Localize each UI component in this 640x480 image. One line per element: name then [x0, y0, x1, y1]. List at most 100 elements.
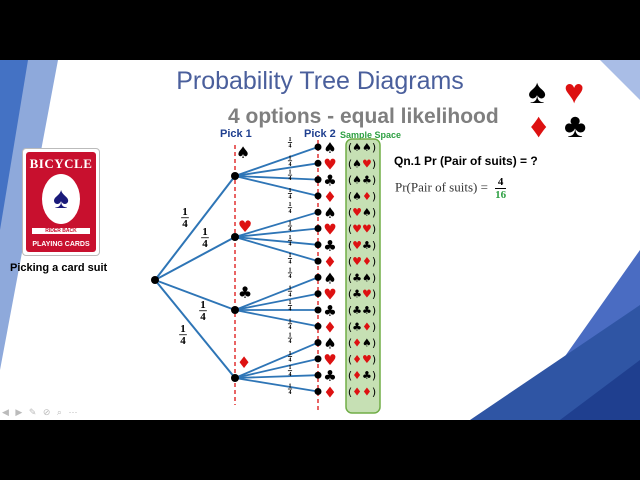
svg-text:4: 4 — [200, 311, 206, 323]
pick1-node — [231, 306, 239, 314]
svg-text:4: 4 — [289, 307, 292, 313]
svg-text:4: 4 — [289, 292, 292, 298]
pick1-node — [231, 233, 239, 241]
branch-level2 — [235, 163, 318, 176]
question-formula: Pr(Pair of suits) = 4 16 — [395, 176, 506, 201]
branch-level1 — [155, 237, 235, 280]
pick2-suit-label: ♠ — [323, 139, 336, 157]
pick2-suit-label: ♥ — [323, 221, 336, 239]
branch-level1 — [155, 176, 235, 280]
pick2-node — [315, 176, 322, 183]
sample-outcome: (♦♣) — [348, 369, 376, 382]
sample-outcome: (♣♣) — [348, 304, 376, 317]
first-probability-label: 14 — [179, 323, 187, 347]
svg-text:1: 1 — [180, 323, 186, 335]
second-probability-label: 14 — [288, 351, 292, 364]
second-probability-label: 14 — [288, 333, 292, 346]
second-probability-label: 14 — [288, 384, 292, 397]
pick2-node — [315, 209, 322, 216]
probability-tree: 14141414♠♥♣♦14♠(♠♠)14♥(♠♥)14♣(♠♣)14♦(♠♦)… — [0, 60, 640, 420]
second-probability-label: 14 — [288, 155, 292, 168]
svg-text:4: 4 — [289, 390, 292, 396]
second-probability-label: 14 — [288, 286, 292, 299]
pick2-node — [315, 160, 322, 167]
pick2-suit-label: ♦ — [323, 188, 336, 206]
root-node — [151, 276, 159, 284]
slide-toolbar[interactable]: ◀ ▶ ✎ ⊘ ⌕ ⋯ — [2, 407, 79, 418]
second-probability-label: 14 — [288, 188, 292, 201]
pick2-node — [315, 323, 322, 330]
sample-outcome: (♦♥) — [348, 353, 376, 366]
svg-text:4: 4 — [289, 209, 292, 215]
first-probability-label: 14 — [201, 226, 209, 250]
svg-text:4: 4 — [202, 238, 208, 250]
pick2-suit-label: ♣ — [323, 367, 336, 385]
pick2-node — [315, 144, 322, 151]
pick2-node — [315, 388, 322, 395]
second-probability-label: 14 — [288, 170, 292, 183]
sample-outcome: (♣♦) — [348, 320, 376, 333]
svg-text:4: 4 — [289, 144, 292, 150]
svg-text:4: 4 — [180, 335, 186, 347]
second-probability-label: 14 — [288, 318, 292, 331]
sample-outcome: (♠♠) — [348, 141, 376, 154]
second-probability-label: 14 — [288, 365, 292, 378]
pick2-node — [315, 274, 322, 281]
sample-outcome: (♦♦) — [348, 386, 376, 399]
svg-text:1: 1 — [200, 299, 206, 311]
answer-numerator: 4 — [495, 176, 506, 189]
pick2-suit-label: ♥ — [323, 286, 336, 304]
pick2-suit-label: ♦ — [323, 253, 336, 271]
branch-level2 — [235, 310, 318, 326]
second-probability-label: 14 — [288, 253, 292, 266]
pick2-node — [315, 339, 322, 346]
pick2-suit-label: ♦ — [323, 384, 336, 402]
second-probability-label: 14 — [288, 235, 292, 248]
slide: Probability Tree Diagrams 4 options - eq… — [0, 60, 640, 420]
second-probability-label: 14 — [288, 267, 292, 280]
sample-outcome: (♥♦) — [348, 255, 376, 268]
sample-outcome: (♣♠) — [348, 271, 376, 284]
sample-outcome: (♥♣) — [348, 239, 376, 252]
pick2-suit-label: ♥ — [323, 155, 336, 173]
pick2-suit-label: ♥ — [323, 351, 336, 369]
pick2-node — [315, 355, 322, 362]
svg-text:4: 4 — [289, 325, 292, 331]
pick1-suit-label: ♣ — [238, 283, 252, 302]
sample-outcome: (♥♥) — [348, 223, 376, 236]
pick2-node — [315, 372, 322, 379]
pick2-node — [315, 241, 322, 248]
svg-text:4: 4 — [289, 372, 292, 378]
question-box: Qn.1 Pr (Pair of suits) = ? Pr(Pair of s… — [382, 148, 614, 214]
pick2-node — [315, 225, 322, 232]
answer-denominator: 16 — [495, 189, 506, 201]
pick2-node — [315, 192, 322, 199]
sample-outcome: (♠♥) — [348, 157, 376, 170]
second-probability-label: 14 — [288, 202, 292, 215]
svg-text:1: 1 — [182, 206, 188, 218]
svg-text:4: 4 — [289, 274, 292, 280]
svg-text:4: 4 — [289, 260, 292, 266]
sample-outcome: (♣♥) — [348, 288, 376, 301]
pick2-suit-label: ♣ — [323, 237, 336, 255]
sample-outcome: (♥♠) — [348, 206, 376, 219]
svg-text:4: 4 — [289, 227, 292, 233]
pick2-suit-label: ♣ — [323, 302, 336, 320]
pick2-node — [315, 307, 322, 314]
svg-text:1: 1 — [202, 226, 208, 238]
svg-text:4: 4 — [289, 241, 292, 247]
second-probability-label: 14 — [288, 221, 292, 234]
sample-outcome: (♦♠) — [348, 337, 376, 350]
svg-text:4: 4 — [289, 358, 292, 364]
pick1-suit-label: ♠ — [236, 143, 250, 162]
pick2-node — [315, 258, 322, 265]
answer-fraction: 4 16 — [495, 176, 506, 201]
svg-text:4: 4 — [289, 339, 292, 345]
formula-lhs: Pr(Pair of suits) = — [395, 179, 488, 194]
pick2-suit-label: ♠ — [323, 204, 336, 222]
first-probability-label: 14 — [181, 206, 189, 230]
pick1-suit-label: ♦ — [237, 353, 251, 372]
pick1-node — [231, 172, 239, 180]
pick2-suit-label: ♣ — [323, 172, 336, 190]
sample-outcome: (♠♣) — [348, 174, 376, 187]
